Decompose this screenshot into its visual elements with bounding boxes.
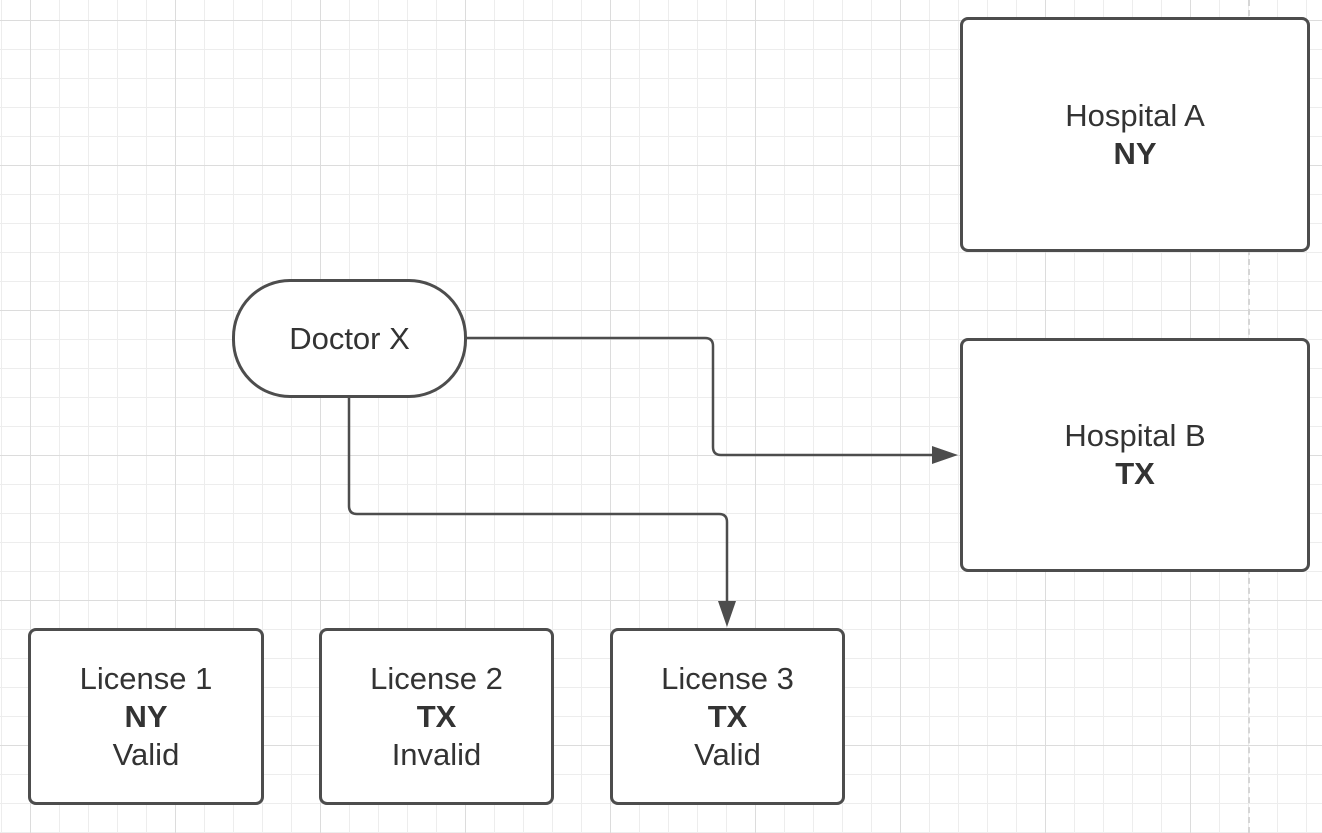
hospital-b-state: TX bbox=[1115, 456, 1155, 491]
doctor-x-node[interactable]: Doctor X bbox=[232, 279, 467, 398]
arrowhead-license-3 bbox=[718, 601, 736, 627]
license-1-name: License 1 bbox=[79, 660, 213, 696]
license-3-box[interactable]: License 3 TX Valid bbox=[610, 628, 845, 805]
license-1-status: Valid bbox=[112, 736, 180, 772]
connector-doctor-to-hospital-b[interactable] bbox=[467, 336, 934, 457]
license-2-box[interactable]: License 2 TX Invalid bbox=[319, 628, 554, 805]
hospital-a-box[interactable]: Hospital A NY bbox=[960, 17, 1310, 252]
arrowhead-hospital-b bbox=[932, 446, 958, 464]
license-1-state: NY bbox=[124, 698, 168, 734]
doctor-name: Doctor X bbox=[289, 320, 410, 356]
hospital-b-name: Hospital B bbox=[1064, 418, 1206, 453]
hospital-a-state: NY bbox=[1113, 135, 1157, 171]
license-2-status: Invalid bbox=[391, 736, 482, 772]
license-3-name: License 3 bbox=[661, 660, 794, 696]
license-2-name: License 2 bbox=[370, 660, 503, 696]
connector-doctor-to-license-3[interactable] bbox=[347, 398, 729, 602]
license-3-state: TX bbox=[707, 698, 748, 734]
license-3-status: Valid bbox=[694, 736, 761, 772]
hospital-b-box[interactable]: Hospital B TX bbox=[960, 338, 1310, 572]
license-1-box[interactable]: License 1 NY Valid bbox=[28, 628, 264, 805]
license-2-state: TX bbox=[416, 698, 457, 734]
hospital-a-name: Hospital A bbox=[1065, 97, 1205, 133]
